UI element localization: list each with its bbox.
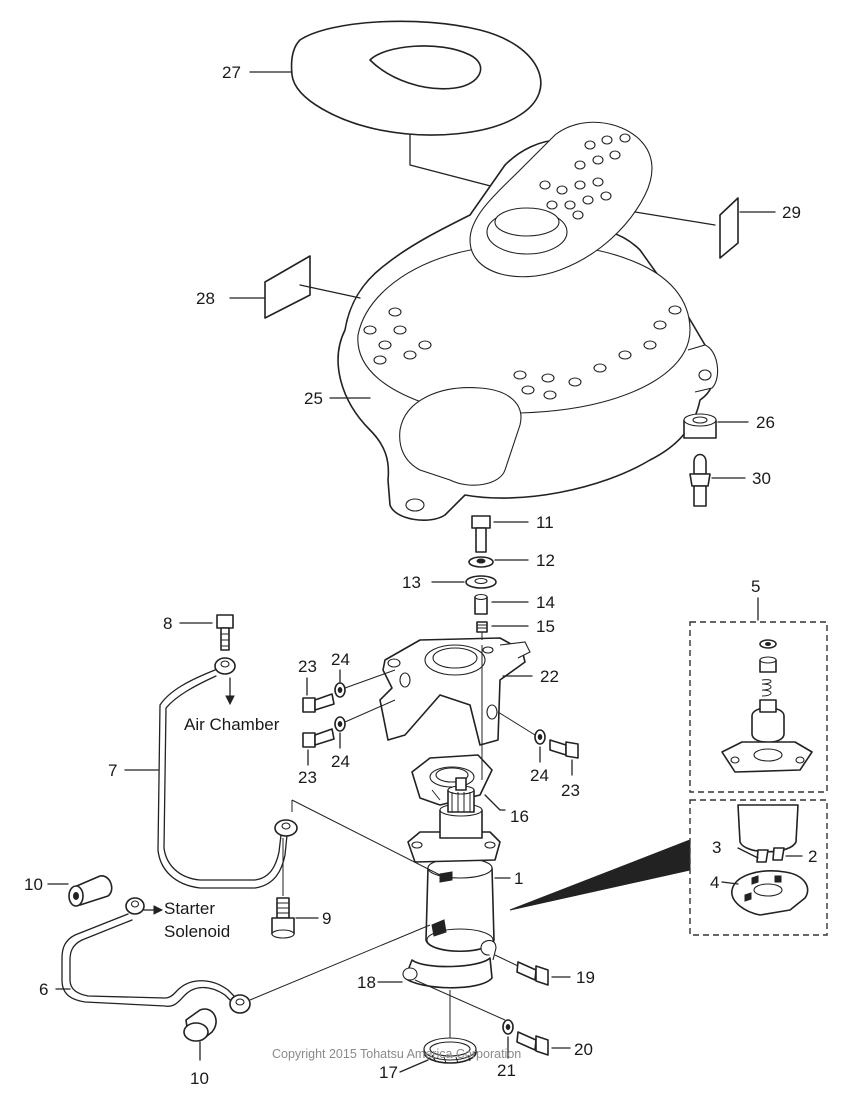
callout-15: 15 [536,617,555,636]
bolt-11 [471,515,491,553]
callout-29: 29 [782,203,801,222]
callout-14: 14 [536,593,555,612]
callout-6: 6 [39,980,48,999]
detail-pointer [509,839,691,911]
callout-12: 12 [536,551,555,570]
brush-plate-4 [731,870,809,916]
callout-24-right: 24 [530,766,549,785]
callout-16: 16 [510,807,529,826]
grommet-26 [683,413,717,439]
callout-19: 19 [576,968,595,987]
label-29 [719,197,739,259]
washer-13 [465,575,497,589]
detail-box-5 [689,621,828,793]
callout-10-upper: 10 [24,875,43,894]
callout-3: 3 [712,838,721,857]
callout-17: 17 [379,1063,398,1082]
bolt-23-lower [302,728,335,748]
callout-5: 5 [751,577,760,596]
collar-14 [474,593,488,615]
starter-solenoid-label-line2: Solenoid [164,922,230,941]
callout-4: 4 [710,873,719,892]
callout-1: 1 [514,869,523,888]
detail-box-2-4 [689,799,828,936]
bolt-23-right [549,739,579,759]
label-28 [264,255,311,319]
callout-23-right: 23 [561,781,580,800]
callout-11: 11 [536,513,554,532]
callout-9: 9 [322,909,331,928]
washer-21 [502,1019,514,1035]
drive-assembly-5 [721,639,813,773]
washer-12 [468,556,494,568]
starter-solenoid-label-line1: Starter [164,899,215,918]
bolt-8 [216,614,234,651]
callout-23-lower: 23 [298,768,317,787]
bolt-20 [516,1031,549,1056]
bolt-19 [516,961,549,986]
clamp-17 [423,1037,477,1064]
washer-24-upper [334,682,346,698]
nut-15 [476,621,488,633]
callout-26: 26 [756,413,775,432]
callout-23-upper: 23 [298,657,317,676]
cap-10-lower [183,1008,217,1042]
bolt-9 [271,897,295,939]
callout-30: 30 [752,469,771,488]
callout-21: 21 [497,1061,516,1080]
callout-10-lower: 10 [190,1069,209,1088]
callout-24-lower: 24 [331,752,350,771]
air-chamber-label: Air Chamber [184,715,280,734]
band-18 [402,939,497,989]
bolt-23-upper [302,693,335,713]
copyright-text: Copyright 2015 Tohatsu America Corporati… [272,1047,521,1061]
callout-7: 7 [108,761,117,780]
callout-20: 20 [574,1040,593,1059]
hose-7 [157,657,298,889]
washer-24-right [534,729,546,745]
callout-18: 18 [357,973,376,992]
brush-holder-assembly [737,804,799,863]
washer-24-lower [334,716,346,732]
callout-25: 25 [304,389,323,408]
cap-10-upper [68,875,113,907]
bracket-22 [379,637,531,746]
decal-27 [290,20,542,136]
callout-2: 2 [808,847,817,866]
flywheel-cover-25 [337,121,719,521]
starter-motor-1 [407,777,501,953]
stud-30 [689,453,711,507]
callout-28: 28 [196,289,215,308]
lead-6 [61,897,251,1014]
callout-27: 27 [222,63,241,82]
callout-8: 8 [163,614,172,633]
callout-22: 22 [540,667,559,686]
callout-13: 13 [402,573,421,592]
callout-24-upper: 24 [331,650,350,669]
